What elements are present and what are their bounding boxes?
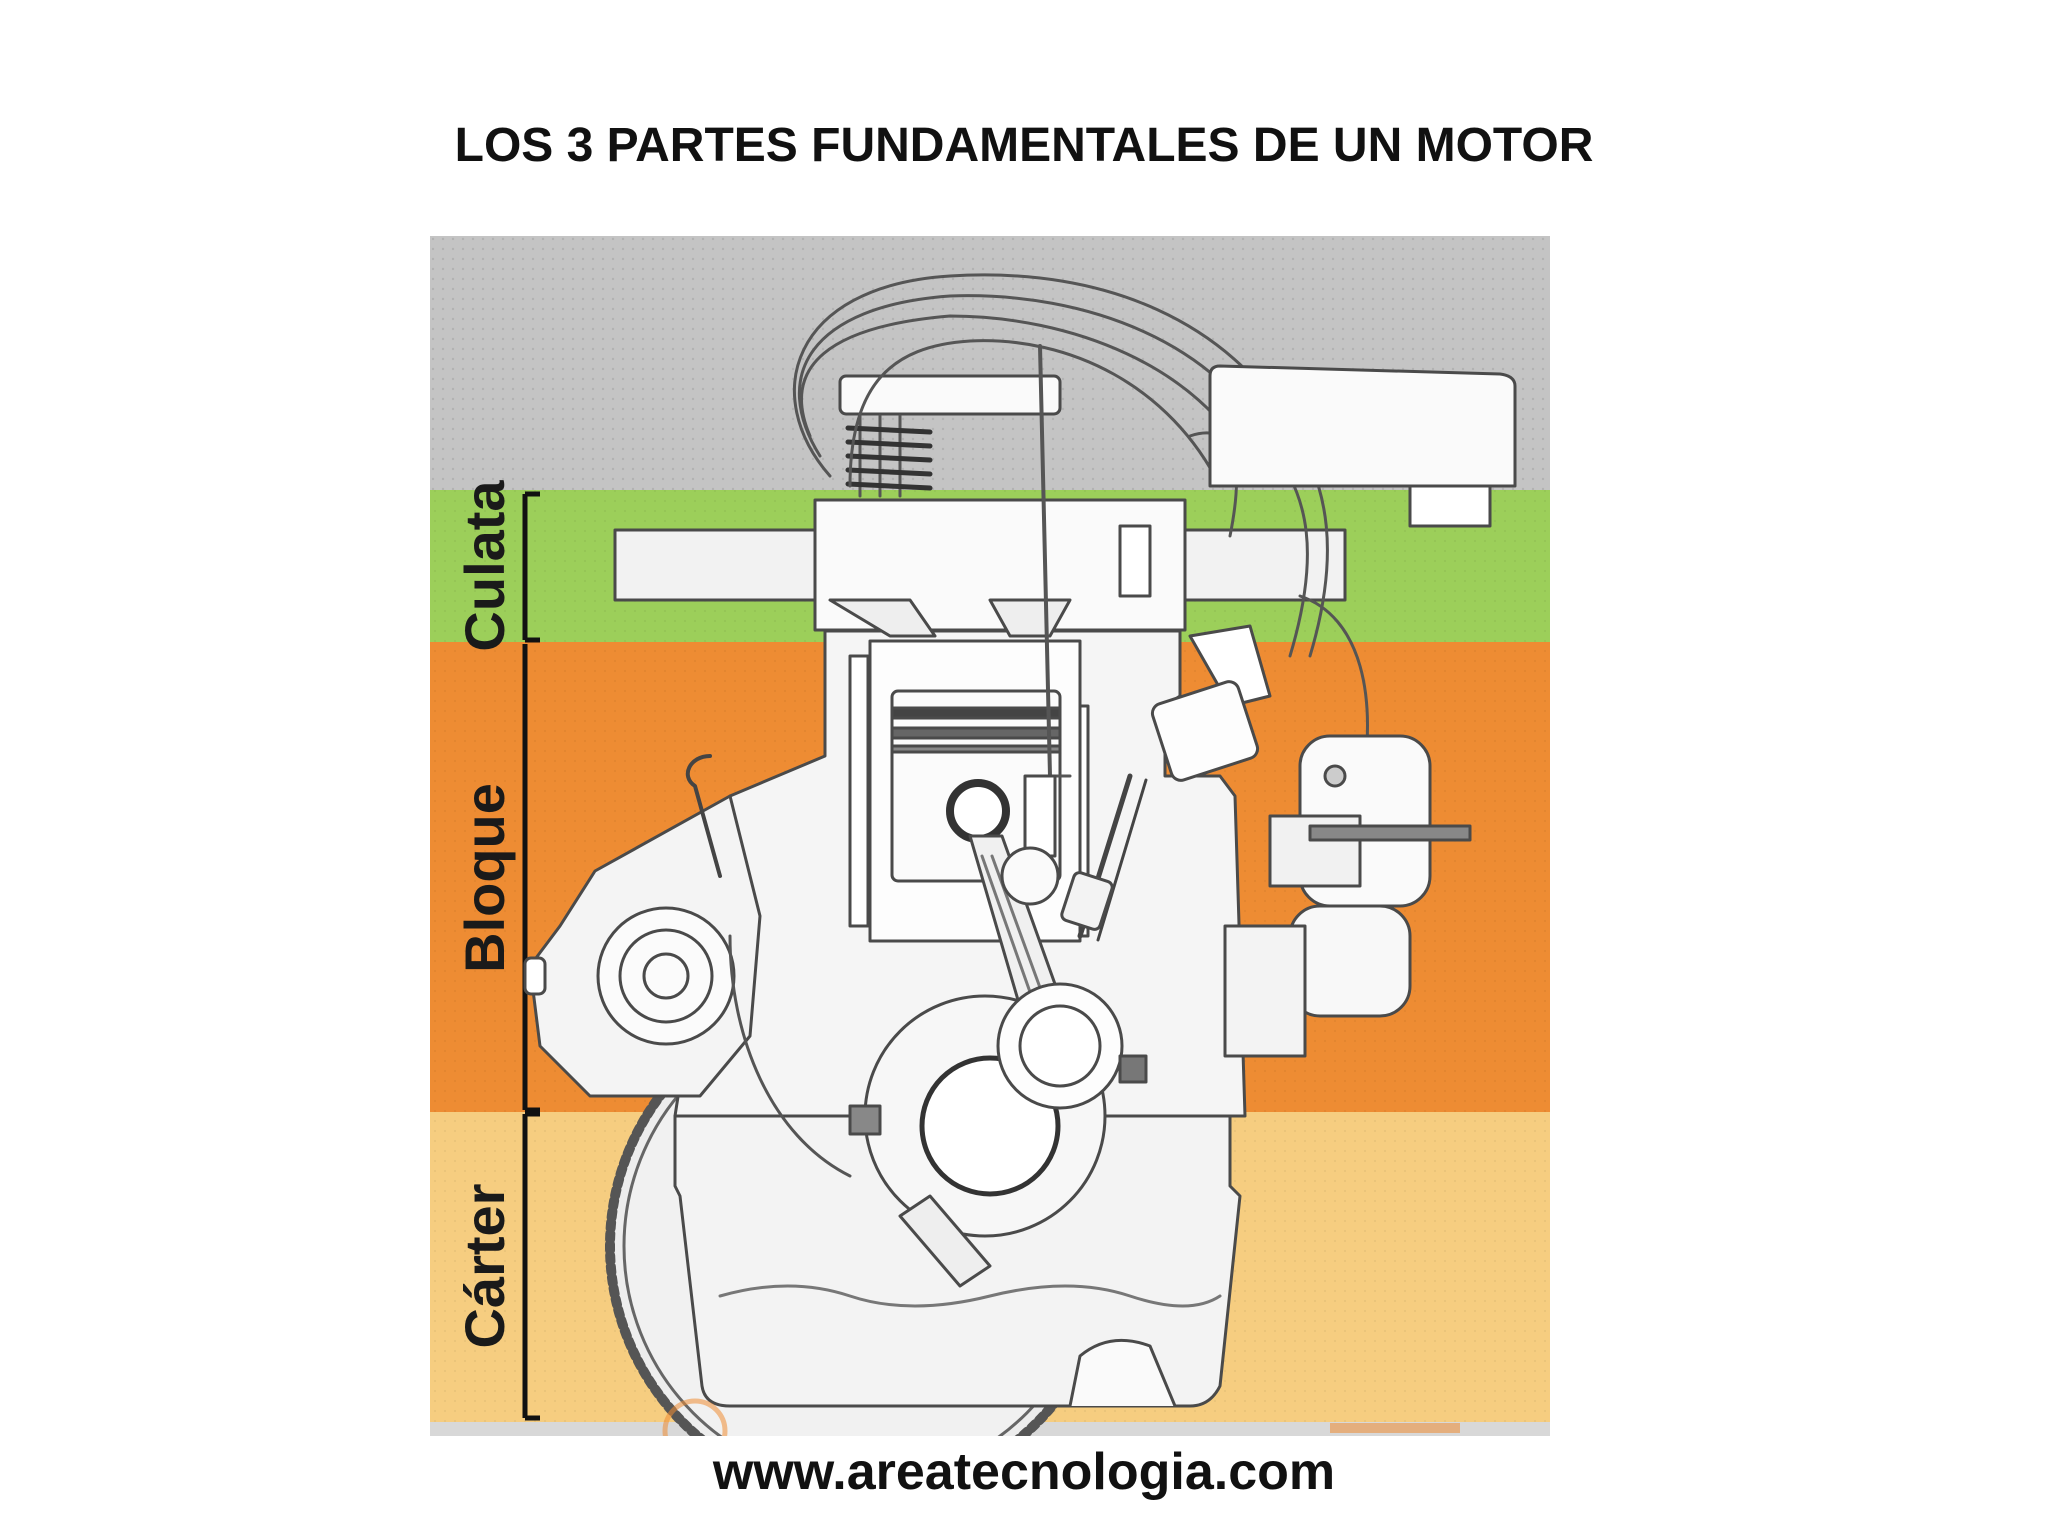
- air-filter: [1208, 364, 1517, 488]
- carter-label: Cárter: [453, 1184, 516, 1349]
- fuel-pump: [1223, 734, 1472, 1058]
- page-title: LOS 3 PARTES FUNDAMENTALES DE UN MOTOR: [454, 119, 1594, 172]
- piston: [890, 689, 1062, 883]
- valve-train: [838, 344, 1072, 858]
- alternator: [523, 754, 762, 1098]
- source-url: www.areatecnologia.com: [712, 1443, 1336, 1501]
- engine-diagram: Culata Bloque Cárter: [430, 236, 1550, 1436]
- bloque-label: Bloque: [453, 783, 516, 973]
- section-brackets: [522, 491, 540, 1421]
- spark-plug: [1000, 624, 1272, 942]
- watermark-strip: [662, 1398, 1460, 1436]
- crankshaft: [848, 982, 1148, 1288]
- engine-diagram-svg: Culata Bloque Cárter: [430, 236, 1550, 1436]
- culata-label: Culata: [453, 480, 516, 652]
- cylinder-head: [613, 498, 1347, 638]
- engine-illustration: [523, 273, 1517, 1436]
